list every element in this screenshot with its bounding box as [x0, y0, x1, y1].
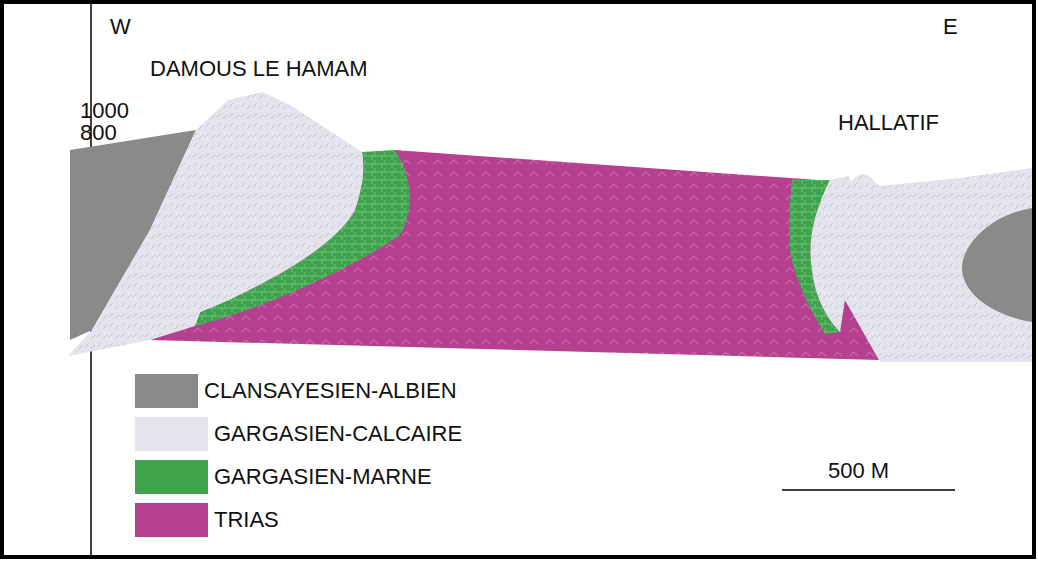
legend-swatch: [135, 503, 208, 537]
legend-text: TRIAS: [214, 509, 279, 531]
calcaire-layer: [68, 92, 363, 356]
legend-text: GARGASIEN-MARNE: [214, 466, 432, 488]
legend-swatch: [135, 374, 198, 408]
place-name: HALLATIF: [838, 112, 939, 134]
altitude-label: 1000: [80, 100, 129, 122]
place-name: DAMOUS LE HAMAM: [150, 58, 368, 80]
scale-label: 500 M: [828, 460, 889, 482]
legend-text: CLANSAYESIEN-ALBIEN: [204, 380, 457, 402]
direction-label: E: [943, 16, 958, 38]
legend-swatch: [135, 417, 208, 451]
legend-swatch: [135, 460, 208, 494]
scale-bar: [782, 489, 955, 491]
altitude-label: 800: [80, 122, 117, 144]
albien-layer: [962, 208, 1032, 322]
calcaire-layer: [810, 168, 1032, 362]
direction-label: W: [110, 16, 131, 38]
legend-text: GARGASIEN-CALCAIRE: [214, 423, 462, 445]
